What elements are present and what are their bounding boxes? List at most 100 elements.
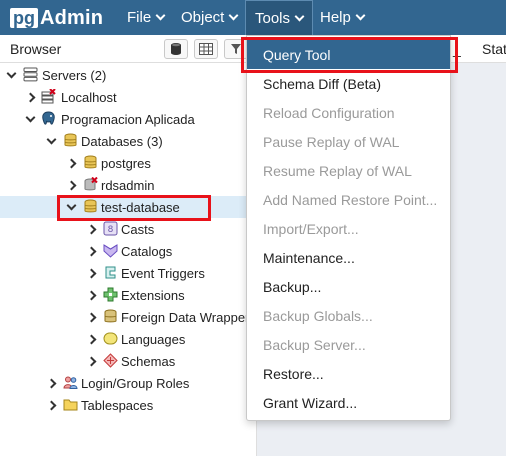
language-icon xyxy=(103,332,118,345)
catalogs-icon xyxy=(103,244,118,258)
object-explorer-button[interactable] xyxy=(164,39,188,59)
tree-item-catalogs[interactable]: Catalogs xyxy=(0,240,256,262)
expand-toggle[interactable] xyxy=(25,92,35,102)
expand-toggle[interactable] xyxy=(86,224,96,234)
menu-item-label: Backup Globals... xyxy=(263,307,373,324)
svg-text:8: 8 xyxy=(108,225,114,235)
expand-toggle[interactable] xyxy=(86,290,96,300)
tree-item-postgres[interactable]: postgres xyxy=(0,152,256,174)
tree-item-programacion-aplicada[interactable]: Programacion Aplicada xyxy=(0,108,256,130)
chevron-down-icon xyxy=(228,10,239,21)
filter-icon xyxy=(231,44,241,54)
expand-toggle[interactable] xyxy=(66,180,76,190)
tree-label: Catalogs xyxy=(121,244,173,259)
tree-label: Localhost xyxy=(61,90,117,105)
expand-toggle[interactable] xyxy=(86,246,96,256)
menu-item-reload-configuration: Reload Configuration xyxy=(247,98,450,127)
expand-toggle[interactable] xyxy=(86,356,96,366)
tree-item-extensions[interactable]: Extensions xyxy=(0,284,256,306)
database-icon xyxy=(84,155,97,169)
menu-item-schema-diff[interactable]: Schema Diff (Beta) xyxy=(247,69,450,98)
menu-item-label: Backup... xyxy=(263,278,322,295)
menu-item-label: Add Named Restore Point... xyxy=(263,191,438,208)
tree-label: Login/Group Roles xyxy=(81,376,190,391)
menu-item-query-tool[interactable]: Query Tool xyxy=(247,40,450,69)
view-data-button[interactable] xyxy=(194,39,218,59)
tree-label: Tablespaces xyxy=(81,398,154,413)
menu-item-label: Schema Diff (Beta) xyxy=(263,75,382,92)
menu-item-backup[interactable]: Backup... xyxy=(247,272,450,301)
foreign-data-wrapper-icon xyxy=(104,309,117,323)
menu-item-label: Restore... xyxy=(263,365,324,382)
tree-label: Foreign Data Wrapper xyxy=(121,310,250,325)
tree-item-databases[interactable]: Databases (3) xyxy=(0,130,256,152)
menu-item-label: Reload Configuration xyxy=(263,104,395,121)
menu-help-label: Help xyxy=(320,9,351,26)
collapse-toggle[interactable] xyxy=(66,202,76,212)
pgadmin-logo[interactable]: pg Admin xyxy=(10,7,103,29)
tree-item-rdsadmin[interactable]: rdsadmin xyxy=(0,174,256,196)
expand-toggle[interactable] xyxy=(46,400,56,410)
tablespace-folder-icon xyxy=(63,399,78,411)
table-grid-icon xyxy=(199,43,213,55)
menu-object[interactable]: Object xyxy=(181,0,239,35)
chevron-down-icon xyxy=(355,10,366,21)
expand-toggle[interactable] xyxy=(86,312,96,322)
menu-item-label: Grant Wizard... xyxy=(263,394,358,411)
extension-puzzle-icon xyxy=(103,287,118,302)
menu-item-pause-replay-wal: Pause Replay of WAL xyxy=(247,127,450,156)
browser-tree: Servers (2) Localhost Programacion Aplic… xyxy=(0,63,256,456)
tree-item-servers[interactable]: Servers (2) xyxy=(0,64,256,86)
tree-item-schemas[interactable]: Schemas xyxy=(0,350,256,372)
tree-item-login-group-roles[interactable]: Login/Group Roles xyxy=(0,372,256,394)
schema-icon xyxy=(103,353,118,368)
databases-icon xyxy=(64,133,77,147)
tree-label: Programacion Aplicada xyxy=(61,112,195,127)
tree-label: Databases (3) xyxy=(81,134,163,149)
menu-item-restore[interactable]: Restore... xyxy=(247,359,450,388)
tree-label: rdsadmin xyxy=(101,178,155,193)
tree-item-test-database[interactable]: test-database xyxy=(0,196,256,218)
postgres-elephant-icon xyxy=(42,111,55,125)
expand-toggle[interactable] xyxy=(86,334,96,344)
panel-tab-separator: _ xyxy=(453,41,461,57)
disconnected-database-icon xyxy=(84,177,98,191)
menu-tools-label: Tools xyxy=(255,9,291,27)
menu-item-grant-wizard[interactable]: Grant Wizard... xyxy=(247,388,450,417)
menu-item-label: Backup Server... xyxy=(263,336,366,353)
tree-item-tablespaces[interactable]: Tablespaces xyxy=(0,394,256,416)
tree-item-languages[interactable]: Languages xyxy=(0,328,256,350)
casts-icon: 8 xyxy=(103,221,118,236)
menu-item-add-named-restore-point: Add Named Restore Point... xyxy=(247,185,450,214)
statistics-tab[interactable]: Stat xyxy=(482,41,506,57)
menu-item-resume-replay-wal: Resume Replay of WAL xyxy=(247,156,450,185)
tree-item-event-triggers[interactable]: Event Triggers xyxy=(0,262,256,284)
expand-toggle[interactable] xyxy=(46,378,56,388)
menu-help[interactable]: Help xyxy=(320,0,366,35)
menu-item-backup-server: Backup Server... xyxy=(247,330,450,359)
collapse-toggle[interactable] xyxy=(46,136,56,146)
menu-object-label: Object xyxy=(181,9,225,26)
tree-item-foreign-data-wrapper[interactable]: Foreign Data Wrapper xyxy=(0,306,256,328)
menu-tools[interactable]: Tools xyxy=(245,0,313,35)
expand-toggle[interactable] xyxy=(86,268,96,278)
tree-item-casts[interactable]: 8 Casts xyxy=(0,218,256,240)
collapse-toggle[interactable] xyxy=(6,70,16,80)
expand-toggle[interactable] xyxy=(66,158,76,168)
server-group-icon xyxy=(23,67,38,82)
collapse-toggle[interactable] xyxy=(25,114,35,124)
menu-bar: pg Admin File Object Tools Help xyxy=(0,0,506,35)
event-trigger-icon xyxy=(105,266,116,279)
filter-button[interactable] xyxy=(224,39,248,59)
menu-item-label: Import/Export... xyxy=(263,220,359,237)
logo-admin: Admin xyxy=(40,7,104,29)
menu-file-label: File xyxy=(127,9,152,26)
tree-label: Languages xyxy=(121,332,186,347)
menu-item-maintenance[interactable]: Maintenance... xyxy=(247,243,450,272)
menu-item-label: Query Tool xyxy=(263,46,331,63)
tree-label: Casts xyxy=(121,222,155,237)
menu-file[interactable]: File xyxy=(127,0,166,35)
tree-item-localhost[interactable]: Localhost xyxy=(0,86,256,108)
menu-item-import-export: Import/Export... xyxy=(247,214,450,243)
browser-title: Browser xyxy=(10,41,62,57)
